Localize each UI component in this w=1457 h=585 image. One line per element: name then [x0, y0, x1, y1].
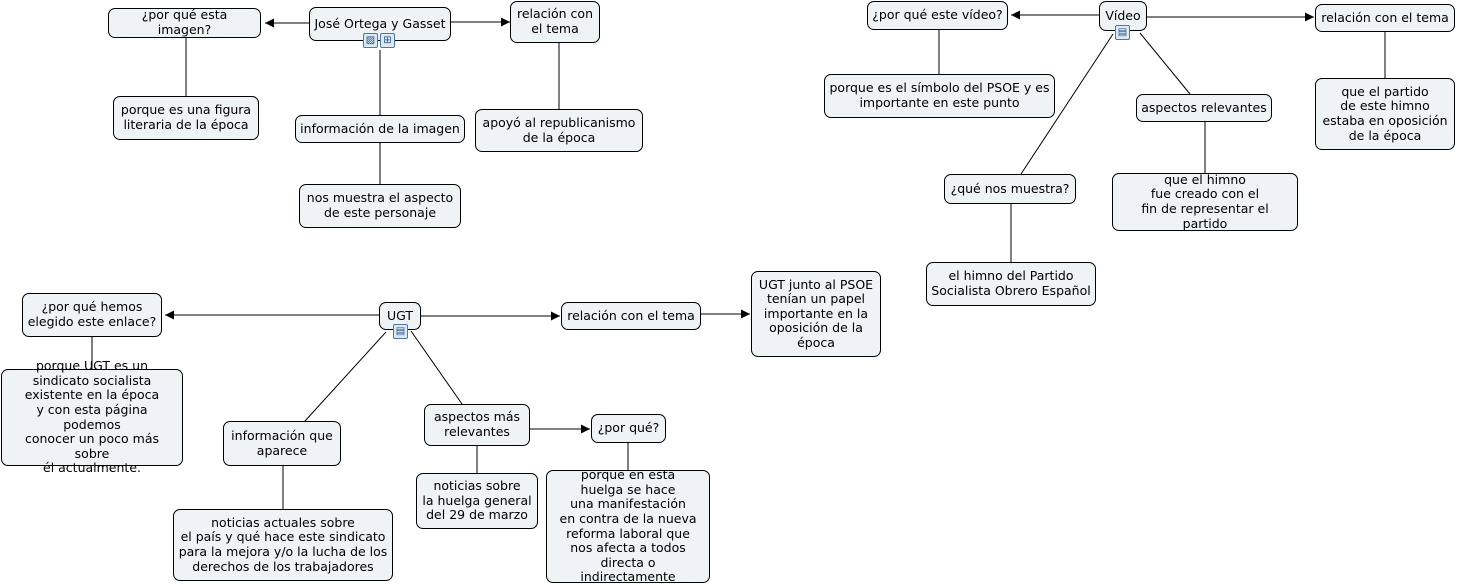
node-video-aspects-answer: que el himno fue creado con el fin de re…	[1112, 172, 1298, 231]
concept-map-icon[interactable]: ⊞	[380, 33, 395, 48]
node-ugt-relation: relación con el tema	[561, 302, 701, 330]
node-ortega-info: información de la imagen	[295, 115, 465, 143]
node-video-relation-answer: que el partido de este himno estaba en o…	[1315, 78, 1455, 150]
node-ortega-relation: relación con el tema	[510, 1, 600, 43]
node-ortega-info-answer: nos muestra el aspecto de este personaje	[299, 184, 461, 228]
node-ortega-relation-answer: apoyó al republicanismo de la época	[475, 109, 643, 152]
document-icon[interactable]: ▤	[393, 324, 408, 339]
node-ugt-aspects: aspectos más relevantes	[424, 404, 530, 446]
node-video-why-answer: porque es el símbolo del PSOE y es impor…	[824, 74, 1055, 118]
edge-ugt-aspects	[410, 330, 463, 405]
node-ugt-why-question: ¿por qué hemos elegido este enlace?	[22, 293, 162, 337]
edge-video-shows	[1020, 33, 1114, 175]
node-video-why-question: ¿por qué este vídeo?	[867, 1, 1008, 30]
document-icon[interactable]: ▤	[1115, 25, 1130, 40]
node-video-relation: relación con el tema	[1315, 4, 1455, 32]
node-ugt[interactable]: UGT	[379, 302, 421, 330]
node-ugt-info: información que aparece	[223, 421, 341, 466]
node-ortega-why-answer: porque es una figura literaria de la épo…	[113, 96, 259, 140]
image-icon[interactable]: ▨	[363, 33, 378, 48]
node-ugt-aspects-answer: noticias sobre la huelga general del 29 …	[416, 473, 538, 529]
node-video-aspects: aspectos relevantes	[1136, 94, 1272, 122]
node-video-shows-answer: el himno del Partido Socialista Obrero E…	[926, 262, 1096, 306]
node-ugt-why2-answer: porque en esta huelga se hace una manife…	[546, 467, 710, 584]
node-ugt-relation-answer: UGT junto al PSOE tenían un papel import…	[751, 271, 881, 357]
node-ugt-info-answer: noticias actuales sobre el país y qué ha…	[173, 509, 393, 581]
node-ortega-why-question: ¿por qué esta imagen?	[108, 8, 261, 38]
node-ugt-why-answer: porque UGT es un sindicato socialista ex…	[1, 358, 183, 475]
node-ugt-why2-question: ¿por qué?	[591, 414, 666, 443]
edge-video-aspects	[1139, 32, 1191, 95]
edge-ugt-info	[304, 331, 387, 422]
node-video-shows-question: ¿qué nos muestra?	[944, 174, 1076, 204]
